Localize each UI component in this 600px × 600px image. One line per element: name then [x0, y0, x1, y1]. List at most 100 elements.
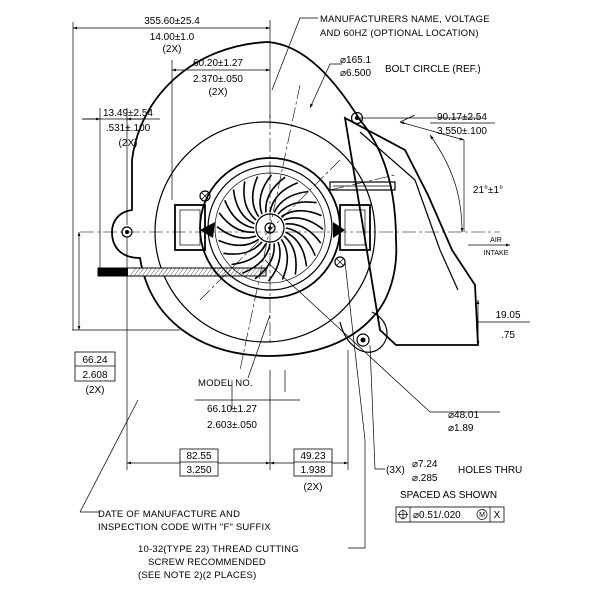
volute-outlet [343, 116, 479, 346]
hatch-line [133, 267, 141, 277]
centerlines [80, 84, 500, 371]
dim-inner-offset-mm: 60.20±1.27 [193, 58, 243, 69]
dim-height-mm: 66.24 [82, 355, 107, 366]
hatch-line [173, 267, 181, 277]
dim-height-in: 2.608 [82, 370, 107, 381]
dim-height-qty: (2X) [86, 385, 105, 396]
dim-angle: 21°±1° [473, 185, 503, 196]
hatch-line [229, 267, 237, 277]
bottom-left-box [179, 448, 219, 477]
strip-end [98, 268, 128, 276]
blower-housing [97, 41, 479, 357]
dim-bottom-right-qty: (2X) [304, 482, 323, 493]
hatch-line [177, 267, 185, 277]
hatch-line [145, 267, 153, 277]
dim-left-offset-mm: 13.49±2.54 [103, 108, 153, 119]
note-date-2: INSPECTION CODE WITH "F" SUFFIX [98, 522, 271, 533]
hatch-line [161, 267, 169, 277]
fan-blade [277, 201, 317, 215]
hatch-line [253, 267, 261, 277]
dimension-text: 355.60±25.4 14.00±1.0 (2X) 60.20±1.27 2.… [74, 16, 522, 523]
dim-overall-width-mm: 355.60±25.4 [144, 16, 200, 27]
dim-inner-offset-in: 2.370±.050 [193, 74, 243, 85]
left-bracket-inner [179, 209, 201, 246]
hatch-line [237, 267, 245, 277]
note-manufacturer-2: AND 60HZ (OPTIONAL LOCATION) [320, 28, 479, 39]
note-manufacturer-1: MANUFACTURERS NAME, VOLTAGE [320, 14, 490, 25]
dim-inner-offset-qty: (2X) [209, 87, 228, 98]
bottom-tab-hole [356, 333, 370, 347]
note-model-no: MODEL NO. [198, 378, 253, 389]
dim-center-offset-in: 2.603±.050 [207, 420, 257, 431]
fan-blade [218, 212, 255, 233]
fan-blade [259, 174, 273, 215]
holes-dia-mm: ⌀7.24 [412, 459, 438, 470]
note-screw-1: 10-32(TYPE 23) THREAD CUTTING [138, 544, 299, 555]
dim-left-offset-qty: (2X) [119, 138, 138, 149]
hatch-line [181, 267, 189, 277]
dim-outlet-in: .75 [501, 330, 515, 341]
hatch-line [185, 267, 193, 277]
dim-bolt-circle-in: ⌀6.500 [340, 68, 371, 79]
motor-wedge-right [333, 222, 345, 238]
bolt-circle-label: BOLT CIRCLE (REF.) [385, 64, 481, 75]
fan-blade [280, 209, 322, 218]
hatch-line [149, 267, 157, 277]
dim-bottom-left-in: 3.250 [186, 465, 211, 476]
hatch-line [169, 267, 177, 277]
hatch-line [129, 267, 137, 277]
bottom-right-box [293, 448, 333, 477]
dim-hub-dia-mm: ⌀48.01 [448, 410, 479, 421]
hatch-line [197, 267, 205, 277]
hatch-line [249, 267, 257, 277]
fan-blade [285, 223, 322, 244]
hatch-line [165, 267, 173, 277]
fan-blade [218, 238, 260, 247]
fan-blade [269, 182, 298, 213]
note-date-1: DATE OF MANUFACTURE AND [98, 509, 240, 520]
hatch-line [205, 267, 213, 277]
fan-blade [285, 231, 308, 267]
dim-overall-width-qty: (2X) [163, 44, 182, 55]
dim-hub-dia-in: ⌀1.89 [448, 423, 474, 434]
fan-blade [231, 243, 267, 266]
fan-blade [216, 225, 257, 239]
fan-blade [223, 241, 263, 255]
dim-bolt-circle-mm: ⌀165.1 [340, 55, 371, 66]
fan-blade [224, 200, 255, 229]
bottom-tab [339, 311, 388, 353]
bottom-tab-hole-inner [360, 337, 366, 343]
hatch-line [193, 267, 201, 277]
fan-blade [285, 227, 316, 256]
hatch-line [213, 267, 221, 277]
hatch-line [209, 267, 217, 277]
fan-blade [267, 241, 281, 282]
fan-blade [283, 217, 324, 231]
fcf-tolerance: ⌀0.51/.020 [413, 510, 461, 521]
fan-blade [242, 243, 271, 274]
hatch-line [157, 267, 165, 277]
dim-overall-width-in: 14.00±1.0 [150, 32, 195, 43]
housing-outline [111, 41, 398, 357]
dim-bottom-left-mm: 82.55 [186, 451, 211, 462]
fan-blade [283, 235, 297, 275]
position-symbol-icon [398, 509, 408, 520]
fan-blade [243, 181, 257, 221]
fan-blade [265, 176, 286, 213]
fan-blade [273, 190, 309, 213]
holes-dia-in: ⌀.285 [412, 473, 438, 484]
hatch-line [141, 267, 149, 277]
mount-screw-bottom-right [334, 256, 346, 268]
fan-blades [216, 174, 324, 282]
dim-right-width-mm: 90.17±2.54 [437, 112, 487, 123]
notes: MANUFACTURERS NAME, VOLTAGE AND 60HZ (OP… [98, 14, 490, 581]
holes-spacing: SPACED AS SHOWN [400, 490, 497, 501]
fan-blade [232, 189, 255, 225]
hatch-line [261, 267, 269, 277]
dim-left-offset-in: .531±.100 [106, 123, 151, 134]
dim-center-offset-mm: 66.10±1.27 [207, 404, 257, 415]
section-strip-hatch [129, 267, 269, 277]
hatch-line [225, 267, 233, 277]
hatch-line [189, 267, 197, 277]
